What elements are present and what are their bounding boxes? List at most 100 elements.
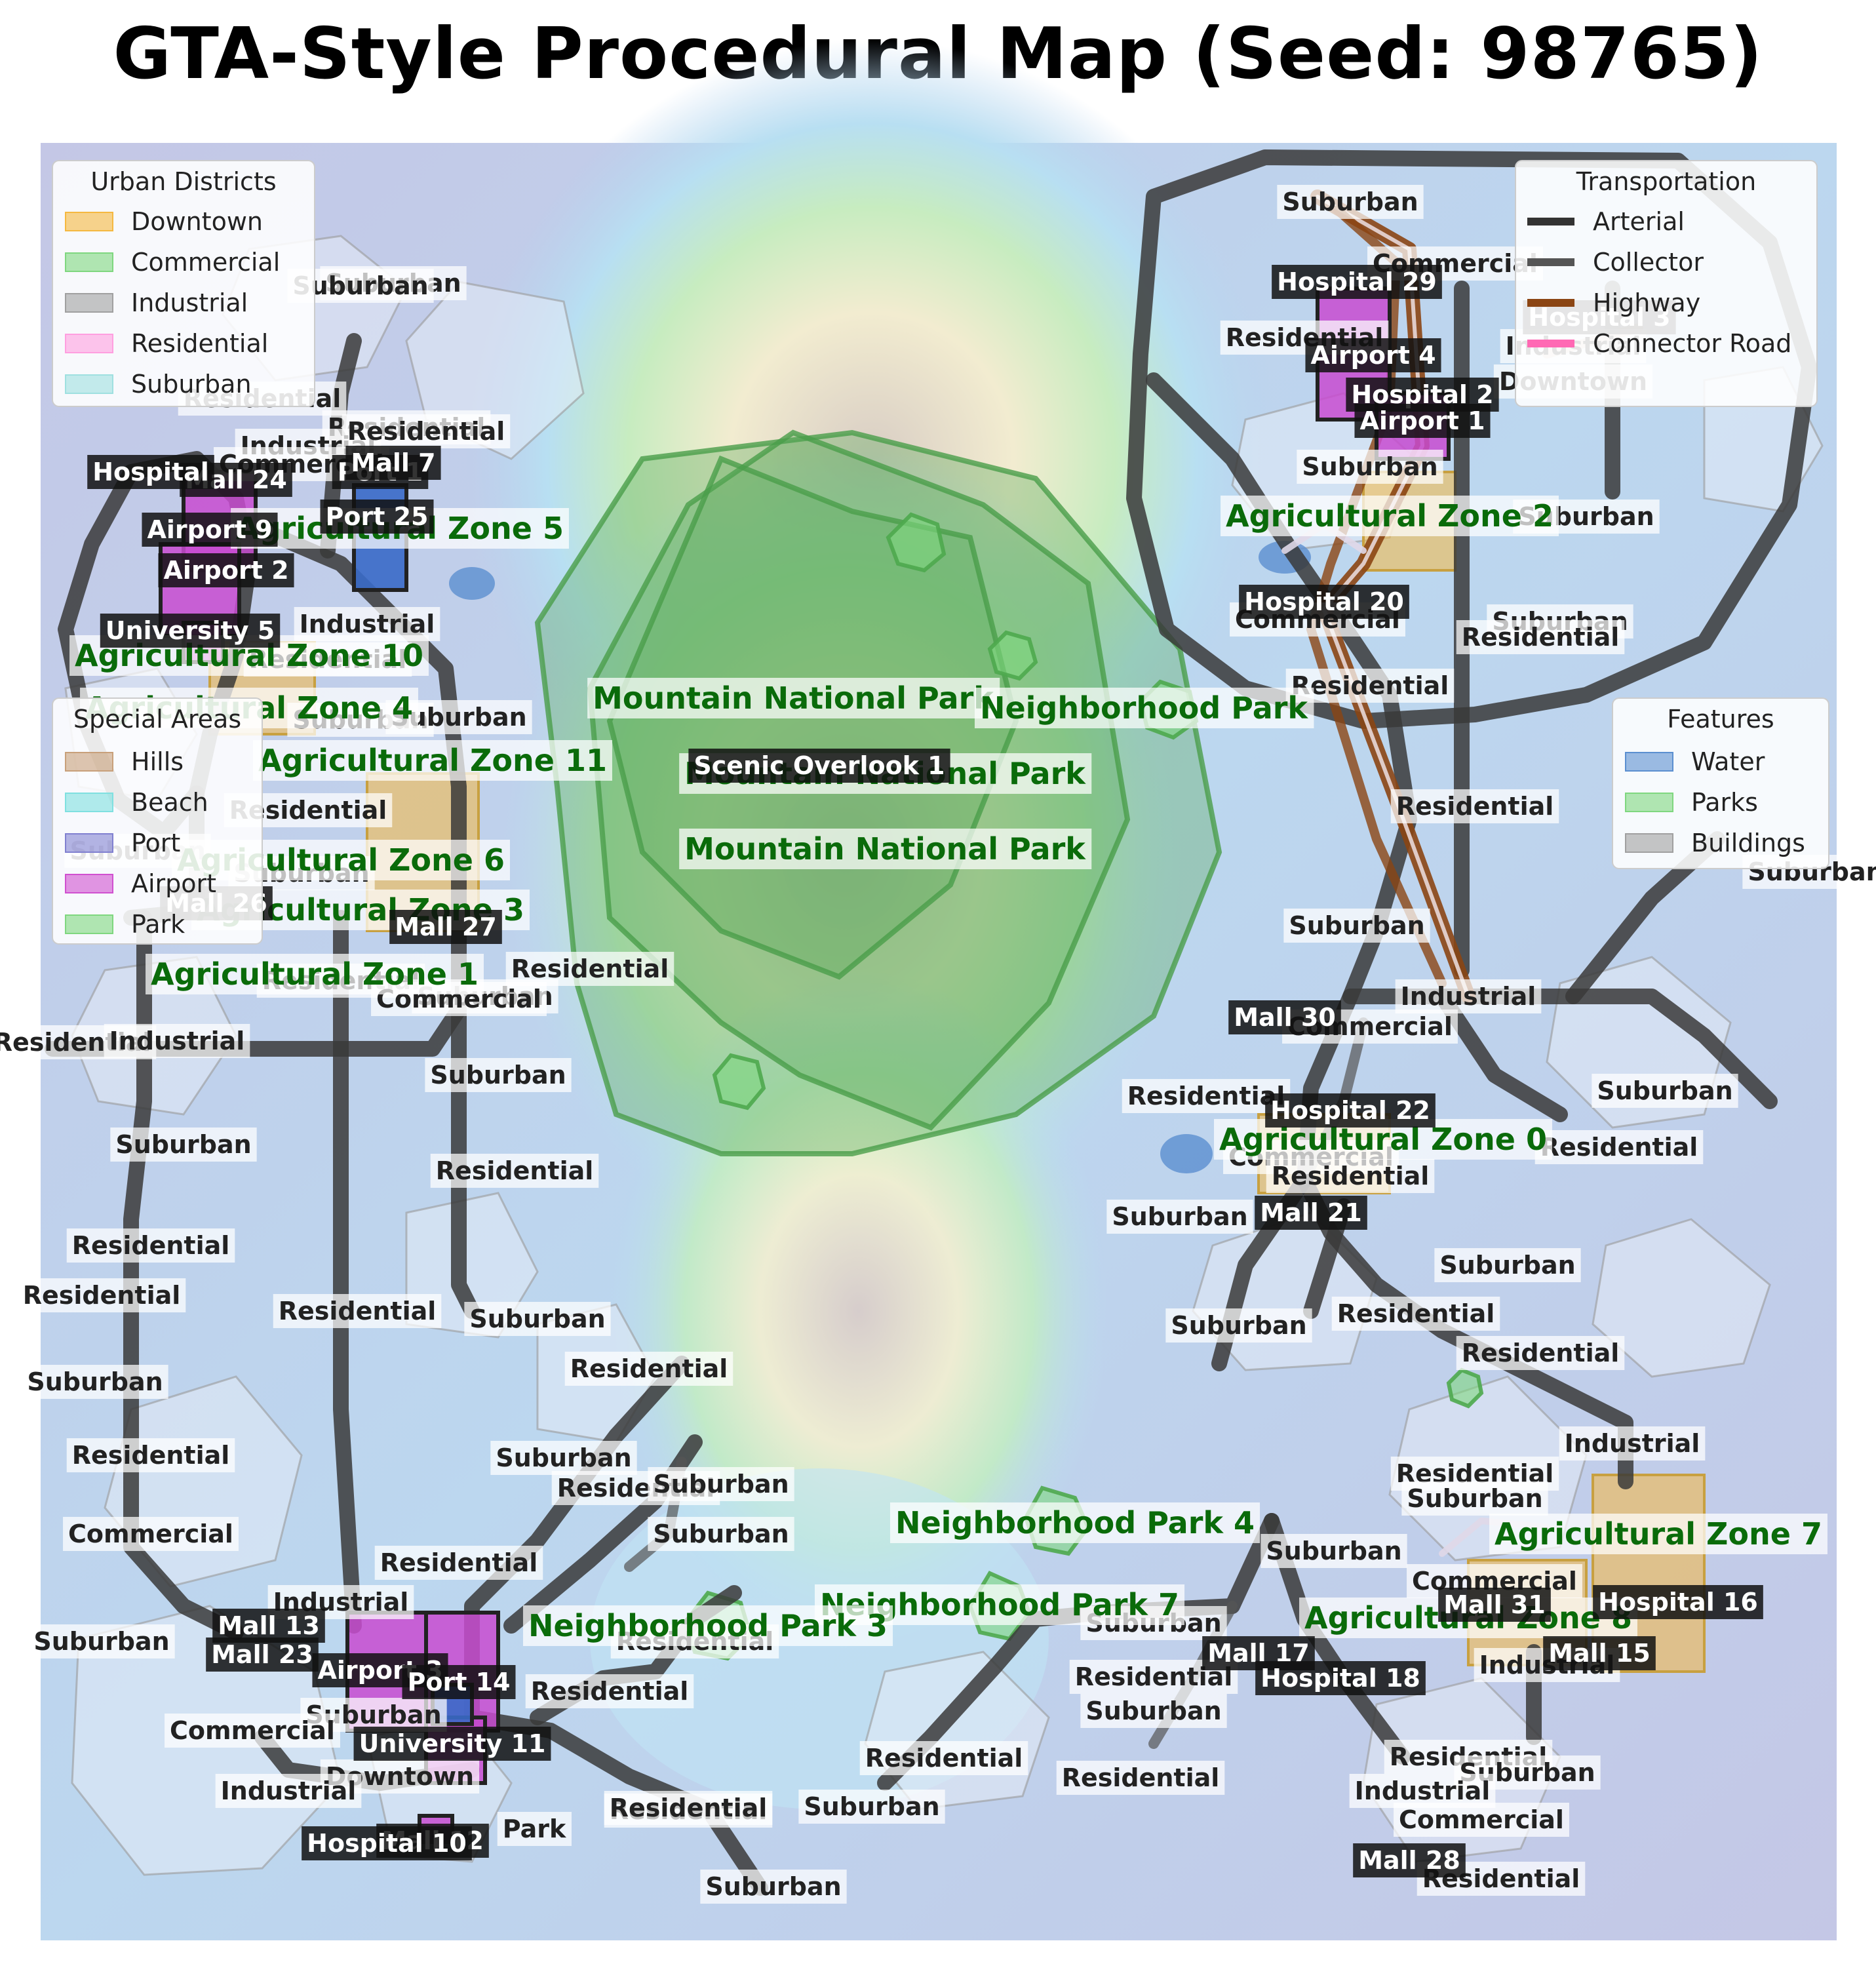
legend-urban-districts: Urban Districts DowntownCommercialIndust… [52, 160, 315, 407]
svg-text:Residential: Residential [1127, 1082, 1285, 1110]
district-label: Residential [1456, 620, 1625, 654]
district-label: Industrial [104, 1024, 250, 1058]
park-label: Agricultural Zone 11 [253, 740, 612, 781]
svg-text:Park: Park [503, 1814, 566, 1843]
svg-text:Hospital 16: Hospital 16 [1598, 1588, 1758, 1617]
svg-text:Port 14: Port 14 [408, 1668, 511, 1697]
svg-text:Agricultural Zone 11: Agricultural Zone 11 [258, 743, 607, 778]
district-label: Residential [1266, 1159, 1435, 1193]
district-label: Suburban [1401, 1481, 1548, 1516]
svg-text:Industrial: Industrial [109, 1027, 245, 1055]
svg-text:Commercial: Commercial [170, 1716, 335, 1745]
legend-swatch [1625, 793, 1673, 812]
legend-label: Airport [131, 869, 216, 898]
svg-text:Residential: Residential [1462, 1339, 1620, 1367]
poi-label: Hospital [87, 455, 214, 489]
svg-text:Residential: Residential [1291, 671, 1449, 700]
svg-text:Mall 31: Mall 31 [1443, 1590, 1546, 1619]
district-label: Residential [1456, 1336, 1625, 1370]
svg-text:Residential: Residential [436, 1156, 594, 1185]
poi-label: Scenic Overlook 1 [688, 749, 950, 783]
district-label: Residential [273, 1294, 442, 1328]
svg-text:Residential: Residential [1396, 792, 1554, 821]
park-label: Neighborhood Park 3 [522, 1605, 893, 1646]
poi-label: Port 14 [402, 1665, 516, 1699]
district-label: Park [497, 1812, 572, 1846]
svg-text:Suburban: Suburban [430, 1061, 566, 1089]
svg-text:Suburban: Suburban [1302, 452, 1437, 481]
legend-swatch [65, 874, 113, 893]
legend-label: Port [131, 829, 180, 857]
district-label: Residential [604, 1791, 773, 1825]
svg-text:Suburban: Suburban [115, 1130, 251, 1159]
district-label: Suburban [1260, 1534, 1407, 1568]
legend-entry: Arterial [1527, 207, 1685, 236]
district-label: Suburban [490, 1441, 637, 1475]
svg-text:Residential: Residential [279, 1297, 437, 1325]
park-label: Agricultural Zone 2 [1221, 496, 1559, 536]
legend-entry: Water [1625, 747, 1765, 776]
legend-label: Residential [131, 329, 268, 358]
district-label: Residential [430, 1154, 599, 1188]
park-label: Agricultural Zone 5 [231, 508, 569, 549]
park-label: Mountain National Park [587, 678, 1000, 718]
poi-label: Hospital 22 [1265, 1093, 1436, 1128]
svg-text:Suburban: Suburban [1266, 1537, 1401, 1565]
legend-entry: Parks [1625, 788, 1758, 817]
district-label: Suburban [425, 1058, 572, 1092]
poi-label: Mall 28 [1353, 1843, 1466, 1877]
svg-text:Mall 7: Mall 7 [351, 448, 435, 477]
legend-entry: Suburban [65, 370, 252, 399]
district-label: Suburban [28, 1624, 175, 1658]
district-label: Suburban [1434, 1248, 1581, 1282]
legend-swatch [65, 334, 113, 353]
district-label: Commercial [1394, 1803, 1569, 1837]
svg-text:Scenic Overlook 1: Scenic Overlook 1 [694, 751, 945, 780]
svg-text:Mall 21: Mall 21 [1260, 1198, 1362, 1227]
legend-entry: Buildings [1625, 829, 1805, 857]
svg-text:Suburban: Suburban [1085, 1697, 1221, 1725]
legend-title: Features [1667, 705, 1774, 734]
svg-text:Mall 28: Mall 28 [1358, 1846, 1460, 1875]
svg-text:Suburban: Suburban [804, 1792, 939, 1821]
svg-text:Residential: Residential [1462, 623, 1620, 652]
svg-text:Agricultural Zone 7: Agricultural Zone 7 [1495, 1516, 1822, 1552]
park-label: Mountain National Park [679, 829, 1092, 869]
svg-text:Hospital 22: Hospital 22 [1270, 1096, 1430, 1125]
poi-label: Mall 7 [345, 446, 441, 480]
svg-text:Suburban: Suburban [653, 1520, 789, 1548]
legend-label: Arterial [1593, 207, 1685, 236]
poi-label: Mall 13 [212, 1609, 325, 1643]
district-label: Suburban [700, 1870, 847, 1904]
svg-text:Suburban: Suburban [1597, 1076, 1732, 1105]
poi-label: Airport 9 [142, 513, 278, 547]
legend-swatch [65, 374, 113, 394]
svg-text:Suburban: Suburban [653, 1470, 789, 1499]
svg-text:Mall 30: Mall 30 [1234, 1003, 1336, 1032]
district-label: Residential [17, 1278, 186, 1312]
poi-label: Mall 15 [1543, 1636, 1656, 1670]
legend-swatch [1625, 833, 1673, 853]
svg-text:Mall 23: Mall 23 [211, 1640, 313, 1669]
svg-text:Residential: Residential [570, 1354, 728, 1383]
svg-text:Residential: Residential [1337, 1299, 1495, 1328]
svg-text:Residential: Residential [72, 1231, 230, 1260]
svg-text:Residential: Residential [72, 1441, 230, 1470]
legend-label: Highway [1593, 288, 1700, 317]
svg-text:Residential: Residential [531, 1677, 689, 1706]
district-label: Residential [505, 952, 674, 986]
svg-text:Hospital 10: Hospital 10 [307, 1829, 467, 1858]
svg-text:Hospital: Hospital [92, 458, 209, 486]
svg-text:Residential: Residential [1540, 1133, 1698, 1162]
district-label: Industrial [1395, 979, 1542, 1013]
legend-title: Transportation [1576, 167, 1756, 196]
svg-text:Mall 27: Mall 27 [395, 912, 497, 941]
svg-text:Mountain National Park: Mountain National Park [684, 831, 1086, 867]
svg-text:Airport 2: Airport 2 [163, 556, 288, 585]
legend-swatch [65, 293, 113, 313]
district-label: Residential [525, 1674, 694, 1708]
legend-title: Special Areas [73, 705, 241, 734]
legend-entry: Port [65, 829, 180, 857]
